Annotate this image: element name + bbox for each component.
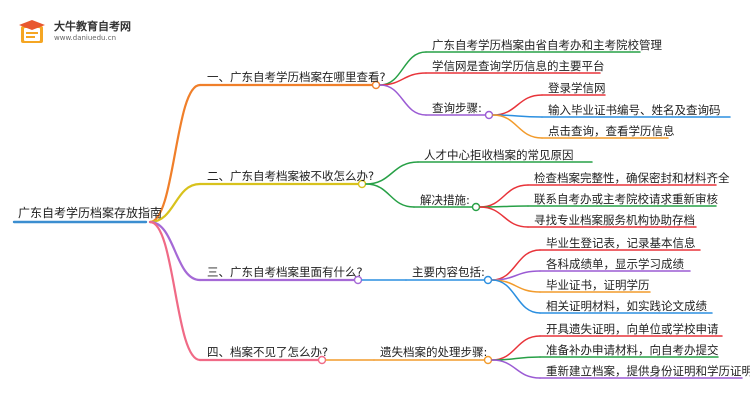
branch-4-step-1: 开具遗失证明，向单位或学校申请 bbox=[546, 322, 719, 336]
branch-2-measures-label: 解决措施: bbox=[420, 193, 470, 207]
branch-3-contents-node bbox=[483, 275, 493, 285]
connector-branch-2-measures bbox=[365, 183, 415, 208]
branch-4-label: 四、档案不见了怎么办? bbox=[207, 345, 329, 359]
branch-3-content-4: 相关证明材料，如实践论文成绩 bbox=[546, 299, 707, 313]
branch-1-steps-node bbox=[484, 110, 494, 120]
branch-2-measures-node bbox=[471, 202, 481, 212]
connector-branch-1-step-3 bbox=[492, 114, 543, 139]
root-topic: 广东自考学历档案存放指南 bbox=[18, 206, 163, 220]
branch-2-measure-1: 检查档案完整性，确保密封和材料齐全 bbox=[534, 171, 730, 185]
branch-1-step-2: 输入毕业证书编号、姓名及查询码 bbox=[548, 103, 721, 117]
book-graduation-logo bbox=[19, 20, 45, 43]
branch-3-content-1: 毕业生登记表，记录基本信息 bbox=[546, 236, 696, 250]
branch-2-measure-3: 寻找专业档案服务机构协助存档 bbox=[534, 213, 695, 227]
connector-branch-4-step-3 bbox=[491, 359, 541, 379]
branch-4-step-2: 准备补办申请材料，向自考办提交 bbox=[546, 343, 719, 357]
brand-name: 大牛教育自考网 bbox=[54, 20, 131, 33]
connector-branch-3-content-4 bbox=[491, 279, 541, 314]
branch-1-item-2: 学信网是查询学历信息的主要平台 bbox=[432, 59, 605, 73]
branch-2-label: 二、广东自考档案被不收怎么办? bbox=[207, 169, 375, 183]
connector-root-branch-2 bbox=[148, 182, 202, 224]
branch-2-item-1: 人才中心拒收档案的常见原因 bbox=[424, 148, 574, 162]
connector-root-branch-4 bbox=[148, 220, 202, 362]
branch-2-measure-2: 联系自考办或主考院校请求重新审核 bbox=[534, 192, 718, 206]
connector-root-branch-1 bbox=[148, 83, 202, 224]
connector-root-branch-3 bbox=[148, 220, 202, 282]
branch-3-label: 三、广东自考档案里面有什么? bbox=[207, 265, 363, 279]
branch-1-item-1: 广东自考学历档案由省自考办和主考院校管理 bbox=[432, 38, 662, 52]
connector-branch-1-steps bbox=[379, 84, 427, 116]
branch-1-steps-label: 查询步骤: bbox=[432, 101, 482, 115]
branch-1-step-1: 登录学信网 bbox=[548, 81, 606, 95]
connector-branch-2-measure-1 bbox=[479, 184, 529, 208]
brand-url: www.daniuedu.cn bbox=[54, 34, 117, 42]
branch-1-label: 一、广东自考学历档案在哪里查看? bbox=[207, 70, 386, 84]
branch-1-step-3: 点击查询，查看学历信息 bbox=[548, 124, 675, 138]
connector-branch-1-step-1 bbox=[492, 94, 543, 116]
branch-3-content-2: 各科成绩单，显示学习成绩 bbox=[546, 257, 684, 271]
branch-3-contents-label: 主要内容包括: bbox=[412, 265, 485, 279]
connector-branch-2-measure-3 bbox=[479, 206, 529, 228]
connector-branch-2-item-1 bbox=[365, 161, 419, 185]
branch-4-steps-label: 遗失档案的处理步骤: bbox=[380, 345, 488, 359]
connector-branch-1-item-2 bbox=[379, 72, 427, 86]
connector-branch-1-item-1 bbox=[379, 51, 427, 86]
branch-3-content-3: 毕业证书，证明学历 bbox=[546, 278, 650, 292]
branch-4-step-3: 重新建立档案，提供身份证明和学历证明 bbox=[546, 364, 750, 378]
